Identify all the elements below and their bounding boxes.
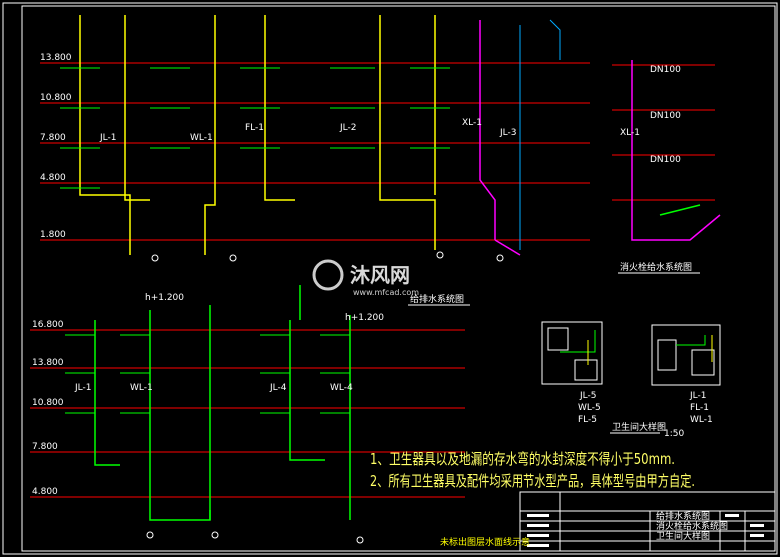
- bottom-floor-lines: [30, 329, 465, 498]
- svg-text:JL-1: JL-1: [689, 391, 706, 401]
- svg-text:7.800: 7.800: [32, 442, 58, 452]
- svg-text:WL-5: WL-5: [578, 403, 601, 413]
- inner-frame: [21, 5, 776, 552]
- svg-text:DN100: DN100: [650, 111, 681, 121]
- svg-text:4.800: 4.800: [32, 487, 58, 497]
- bottom-branch-lines: [65, 334, 350, 414]
- svg-text:沐风网: 沐风网: [350, 263, 410, 287]
- top-floor-lines: [40, 62, 590, 241]
- bottom-drain-risers: [94, 285, 351, 521]
- note-1: 1、卫生器具以及地漏的存水弯的水封深度不得小于50mm.: [370, 450, 675, 468]
- svg-text:www.mfcad.com: www.mfcad.com: [353, 288, 419, 297]
- svg-text:JL-3: JL-3: [499, 128, 516, 138]
- top-drain-branches: [60, 67, 450, 189]
- title-block-line1: 给排水系统图: [656, 510, 710, 522]
- elev-mark: 4.800: [40, 173, 66, 183]
- bottom-pipe-tags: JL-1 WL-1 JL-4 WL-4 h+1.200 h+1.200: [74, 293, 384, 393]
- svg-text:XL-1: XL-1: [462, 118, 482, 128]
- bathroom-scale: 1:50: [664, 429, 684, 439]
- top-fire-riser: [479, 20, 521, 256]
- drainage-system-title: 给排水系统图: [410, 293, 464, 305]
- elev-mark: 1.800: [40, 230, 66, 240]
- svg-text:h+1.200: h+1.200: [345, 313, 384, 323]
- svg-text:JL-5: JL-5: [579, 391, 596, 401]
- elev-mark: 13.800: [40, 53, 72, 63]
- bottom-footnote: 未标出图层水面线示意: [440, 536, 530, 548]
- bottom-elevation-marks: 16.800 13.800 10.800 7.800 4.800: [32, 320, 64, 497]
- svg-text:DN100: DN100: [650, 65, 681, 75]
- bathroom-detail-left: [541, 321, 603, 385]
- svg-text:WL-1: WL-1: [190, 133, 213, 143]
- svg-text:JL-4: JL-4: [269, 383, 287, 393]
- svg-text:h+1.200: h+1.200: [145, 293, 184, 303]
- elev-mark: 7.800: [40, 133, 66, 143]
- bottom-ground-symbols: [146, 531, 364, 544]
- top-elevation-marks: 13.800 10.800 7.800 4.800 1.800: [40, 53, 72, 240]
- bathroom-detail-left-tags: JL-5 WL-5 FL-5: [578, 391, 601, 425]
- svg-text:JL-1: JL-1: [74, 383, 91, 393]
- svg-text:XL-1: XL-1: [620, 128, 640, 138]
- bathroom-detail-right-tags: JL-1 FL-1 WL-1: [689, 391, 713, 425]
- watermark: 沐风网 www.mfcad.com: [312, 259, 419, 297]
- note-2: 2、所有卫生器具及配件均采用节水型产品，具体型号由甲方自定.: [370, 472, 695, 490]
- top-pipe-tags: JL-1 WL-1 FL-1 JL-2 XL-1 JL-3: [99, 118, 516, 143]
- svg-text:JL-1: JL-1: [99, 133, 116, 143]
- svg-text:FL-1: FL-1: [690, 403, 709, 413]
- fire-system-title: 消火栓给水系统图: [620, 261, 692, 273]
- top-misc-risers: [519, 19, 561, 250]
- svg-text:WL-4: WL-4: [330, 383, 353, 393]
- title-block: [519, 491, 776, 552]
- top-ground-symbols: [151, 251, 504, 262]
- svg-text:13.800: 13.800: [32, 358, 64, 368]
- title-block-line2: 消火栓给水系统图: [656, 520, 728, 532]
- svg-text:10.800: 10.800: [32, 398, 64, 408]
- title-block-line3: 卫生间大样图: [656, 530, 710, 542]
- svg-text:WL-1: WL-1: [690, 415, 713, 425]
- fire-system: XL-1 DN100 DN100 DN100 消火栓给水系统图: [612, 60, 721, 274]
- bathroom-detail-right: [651, 324, 721, 386]
- svg-text:DN100: DN100: [650, 155, 681, 165]
- watermark-logo-icon: [312, 259, 344, 291]
- svg-text:FL-5: FL-5: [578, 415, 597, 425]
- svg-text:FL-1: FL-1: [245, 123, 264, 133]
- svg-text:WL-1: WL-1: [130, 383, 153, 393]
- bathroom-detail-title: 卫生间大样图: [612, 421, 666, 433]
- elev-mark: 10.800: [40, 93, 72, 103]
- svg-text:16.800: 16.800: [32, 320, 64, 330]
- top-supply-risers: [79, 15, 436, 255]
- svg-text:JL-2: JL-2: [339, 123, 356, 133]
- title-block-fills: [527, 514, 764, 547]
